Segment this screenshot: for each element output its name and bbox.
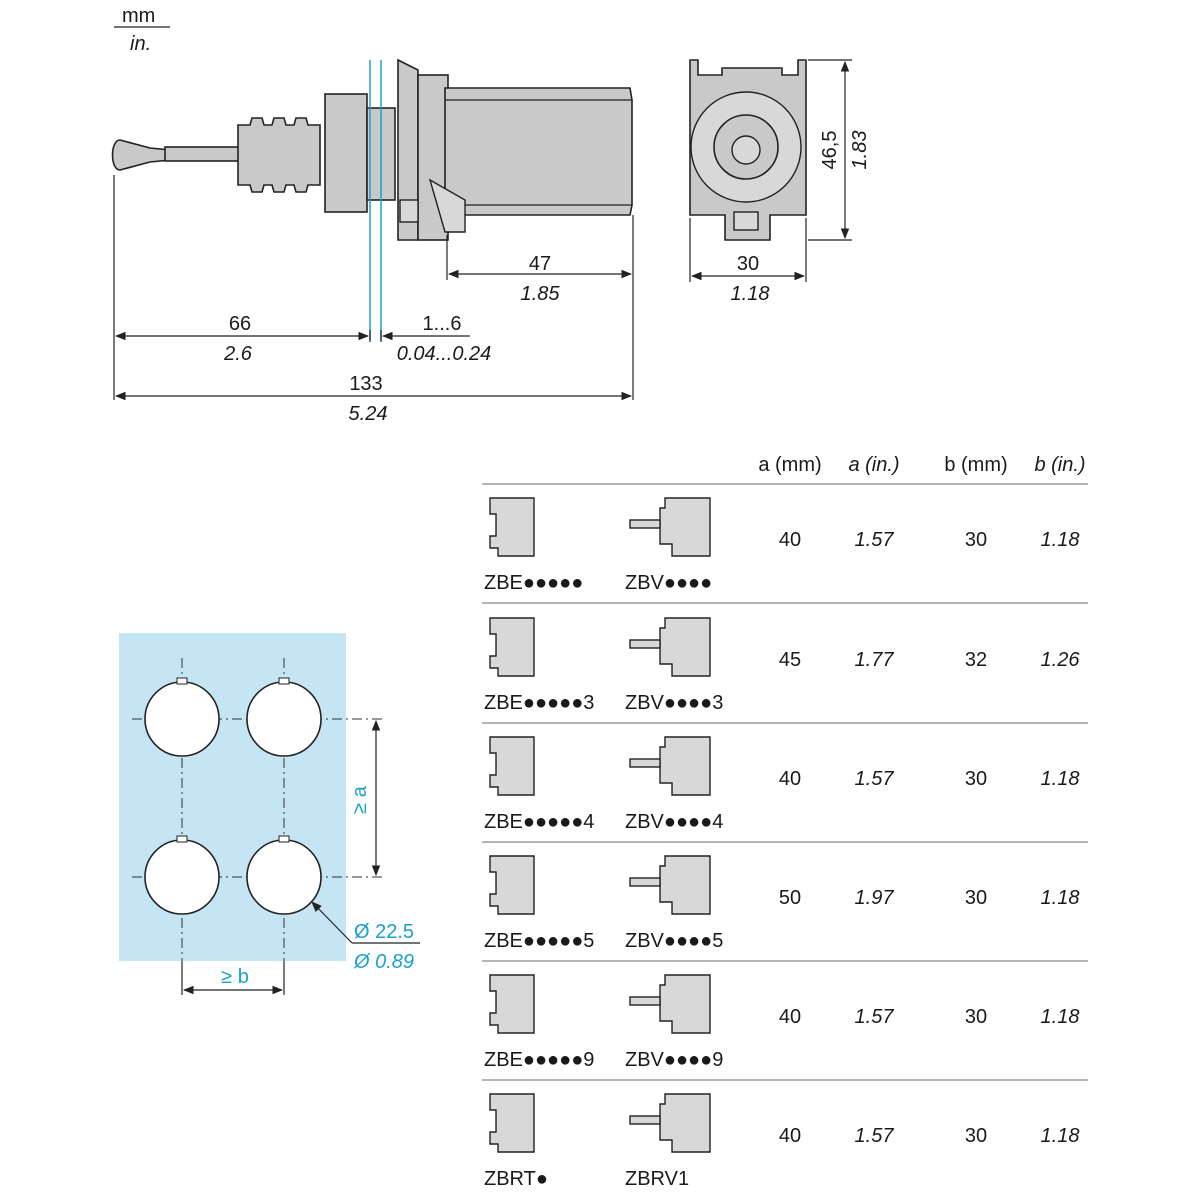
dim-66-mm: 66	[229, 313, 251, 335]
value-a-in: 1.97	[855, 887, 895, 909]
contact-block-icon	[489, 617, 535, 677]
dim-133-in: 5.24	[349, 403, 388, 425]
spacing-table: a (mm) a (in.) b (mm) b (in.) ZBE●●●●●ZB…	[482, 454, 1088, 1190]
value-b-mm: 30	[965, 887, 987, 909]
light-block-icon	[659, 974, 711, 1034]
dim-gap-in: 0.04...0.24	[397, 343, 492, 365]
ref-contact-block: ZBE●●●●●9	[484, 1049, 594, 1071]
light-block-pin	[629, 758, 661, 768]
ref-light-block: ZBV●●●●4	[625, 811, 723, 833]
value-a-mm: 40	[779, 1006, 801, 1028]
lever-shaft	[164, 146, 241, 162]
value-a-mm: 50	[779, 887, 801, 909]
contact-block-icon	[489, 855, 535, 915]
value-b-in: 1.18	[1041, 1125, 1080, 1147]
cutout-a-label: ≥ a	[349, 785, 371, 814]
table-row: ZBE●●●●●5 ZBV●●●●5 50 1.97 30 1.18	[482, 855, 1088, 962]
side-view	[111, 58, 633, 340]
panel-background	[119, 633, 346, 961]
contact-block	[444, 87, 633, 216]
table-row: ZBE●●●●●4 ZBV●●●●4 40 1.57 30 1.18	[482, 736, 1088, 843]
value-a-mm: 40	[779, 529, 801, 551]
value-b-mm: 30	[965, 1125, 987, 1147]
cutout-hole	[144, 839, 220, 915]
light-block-icon	[659, 617, 711, 677]
light-block-pin	[629, 519, 661, 529]
contact-block-icon	[489, 497, 535, 557]
front-view: 30 1.18 46,5 1.83	[689, 59, 871, 305]
value-b-in: 1.18	[1041, 768, 1080, 790]
unit-in: in.	[130, 33, 151, 55]
light-block-icon	[659, 855, 711, 915]
light-block-pin	[629, 639, 661, 649]
value-b-in: 1.26	[1041, 649, 1081, 671]
value-a-mm: 40	[779, 768, 801, 790]
contact-block-icon	[489, 736, 535, 796]
table-row: ZBRT● ZBRV1 40 1.57 30 1.18	[484, 1093, 1080, 1190]
table-row: ZBE●●●●●9 ZBV●●●●9 40 1.57 30 1.18	[482, 974, 1088, 1081]
light-block-pin	[629, 996, 661, 1006]
contact-block-icon	[489, 1093, 535, 1153]
ref-light-block: ZBV●●●●5	[625, 930, 723, 952]
value-b-in: 1.18	[1041, 529, 1080, 551]
cutout-b-label: ≥ b	[221, 966, 249, 988]
ref-light-block: ZBV●●●●3	[625, 692, 723, 714]
value-b-mm: 30	[965, 529, 987, 551]
dim-66-in: 2.6	[223, 343, 253, 365]
ref-contact-block: ZBRT●	[484, 1168, 548, 1190]
bezel	[324, 93, 368, 213]
value-b-in: 1.18	[1041, 1006, 1080, 1028]
value-b-in: 1.18	[1041, 887, 1080, 909]
ref-contact-block: ZBE●●●●●4	[484, 811, 594, 833]
header-a-mm: a (mm)	[758, 454, 821, 476]
header-b-in: b (in.)	[1034, 454, 1085, 476]
front-height-mm: 46,5	[819, 131, 841, 170]
cutout-hole	[144, 681, 220, 757]
dim-gap-mm: 1...6	[423, 313, 462, 335]
cutout-hole	[246, 839, 322, 915]
front-width-mm: 30	[737, 253, 759, 275]
units-legend: mm in.	[114, 5, 170, 55]
ref-light-block: ZBV●●●●	[625, 572, 712, 594]
value-b-mm: 32	[965, 649, 987, 671]
cutout-hole	[246, 681, 322, 757]
front-height-in: 1.83	[849, 131, 871, 170]
dim-47-in: 1.85	[521, 283, 561, 305]
side-dimensions: 47 1.85 66 2.6 1...6 0.04...0.24 133 5.2…	[113, 175, 634, 425]
dim-133-mm: 133	[349, 373, 382, 395]
value-a-in: 1.77	[855, 649, 895, 671]
light-block-pin	[629, 877, 661, 887]
front-width-in: 1.18	[731, 283, 770, 305]
lever-knob	[111, 139, 171, 171]
value-a-in: 1.57	[855, 529, 895, 551]
value-b-mm: 30	[965, 1006, 987, 1028]
light-block-icon	[659, 736, 711, 796]
light-block-icon	[659, 497, 711, 557]
ref-contact-block: ZBE●●●●●5	[484, 930, 594, 952]
value-a-in: 1.57	[855, 1125, 895, 1147]
unit-mm: mm	[122, 5, 155, 27]
header-a-in: a (in.)	[848, 454, 899, 476]
contact-block-icon	[489, 974, 535, 1034]
cutout-panel: ≥ a ≥ b Ø 22.5 Ø 0.89	[119, 633, 420, 995]
dim-47-mm: 47	[529, 253, 551, 275]
ref-contact-block: ZBE●●●●●	[484, 572, 583, 594]
value-b-mm: 30	[965, 768, 987, 790]
cutout-diameter-in: Ø 0.89	[353, 951, 414, 973]
ref-contact-block: ZBE●●●●●3	[484, 692, 594, 714]
ref-light-block: ZBRV1	[625, 1168, 689, 1190]
value-a-in: 1.57	[855, 1006, 895, 1028]
header-b-mm: b (mm)	[944, 454, 1007, 476]
value-a-mm: 40	[779, 1125, 801, 1147]
value-a-in: 1.57	[855, 768, 895, 790]
light-block-pin	[629, 1115, 661, 1125]
table-row: ZBE●●●●●3 ZBV●●●●3 45 1.77 32 1.26	[482, 617, 1088, 724]
boot-bellows	[237, 117, 321, 193]
cutout-diameter-mm: Ø 22.5	[354, 921, 414, 943]
value-a-mm: 45	[779, 649, 801, 671]
ref-light-block: ZBV●●●●9	[625, 1049, 723, 1071]
light-block-icon	[659, 1093, 711, 1153]
table-row: ZBE●●●●● ZBV●●●● 40 1.57 30 1.18	[482, 497, 1088, 604]
